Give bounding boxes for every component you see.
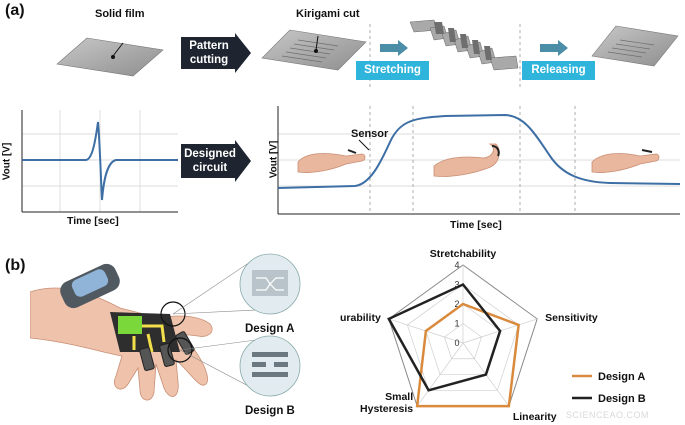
small-plot-ylabel: Vout [V] [1, 142, 13, 181]
radar-tick-label: 2 [454, 299, 459, 309]
large-plot-ylabel: Vout [V] [268, 140, 280, 179]
kirigami-cut-label: Kirigami cut [296, 8, 360, 20]
radar-grid-ring [444, 323, 482, 360]
radar-axis-label: Hysteresis [360, 403, 413, 415]
radar-axis-label: Sensitivity [545, 312, 598, 324]
finger-released-image [591, 149, 660, 173]
watermark: SCIENCEAO.COM [566, 410, 650, 420]
releasing-label: Releasing [522, 61, 595, 80]
stretch-arrow-icon [380, 40, 408, 56]
radar-axis-label: Stretchability [430, 248, 497, 260]
design-zoom-circles [172, 253, 301, 397]
legend-label: Design A [598, 371, 645, 383]
hand-device-image [30, 263, 213, 401]
stretched-kirigami [409, 19, 519, 71]
panel-a-label: (a) [5, 2, 25, 19]
finger-bent-image [433, 143, 500, 177]
small-plot-xlabel: Time [sec] [67, 215, 119, 227]
radar-tick-label: 1 [454, 319, 459, 329]
radar-axis-label: Linearity [513, 411, 557, 423]
dashed-separators [369, 24, 521, 88]
solid-film-sheet [56, 37, 164, 77]
radar-tick-label: 0 [454, 338, 459, 348]
radar-series-design-a [415, 302, 520, 408]
design-b-caption: Design B [245, 405, 295, 417]
design-a-caption: Design A [245, 323, 295, 335]
pattern-cutting-line1: Pattern [189, 40, 229, 52]
sensor-label: Sensor [351, 128, 389, 140]
radar-series-design-b [387, 282, 502, 392]
radar-axis-label: Small [385, 391, 413, 403]
stretching-label: Stretching [356, 61, 429, 80]
pattern-cutting-line2: cutting [189, 54, 229, 66]
designed-circuit-line2: circuit [192, 162, 228, 174]
radar-tick-label: 4 [454, 260, 459, 270]
panel-b-label: (b) [5, 257, 26, 274]
radar-axis-label: Durability [340, 312, 381, 324]
radar-tick-label: 3 [454, 280, 459, 290]
sensor-pointer [358, 139, 370, 151]
legend-label: Design B [598, 393, 646, 405]
release-arrow-icon [540, 40, 568, 56]
large-plot-xlabel: Time [sec] [450, 219, 502, 231]
kirigami-sheet [261, 29, 367, 71]
finger-straight-image [297, 149, 366, 173]
designed-circuit-line1: Designed [184, 148, 236, 160]
solid-film-label: Solid film [95, 8, 145, 20]
signal-plot-small [21, 110, 178, 213]
radar-grid-ring [406, 284, 520, 391]
released-sheet [591, 25, 679, 67]
radar-spoke [416, 342, 464, 407]
